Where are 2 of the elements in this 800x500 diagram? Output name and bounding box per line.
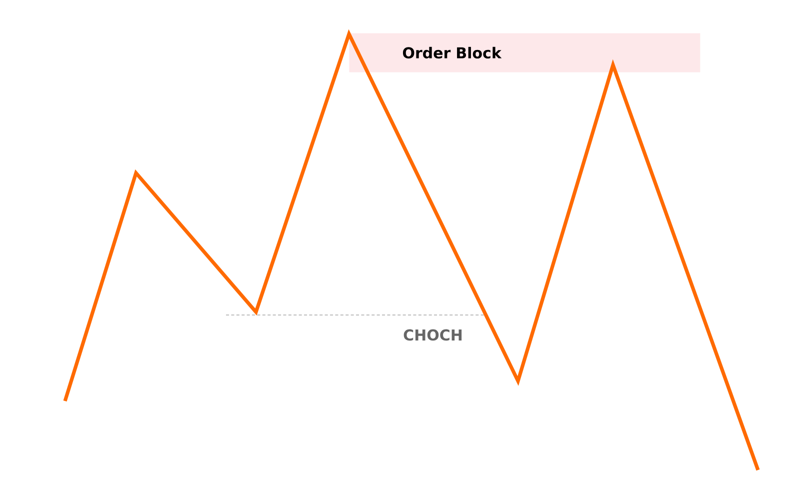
level-label: CHOCH: [404, 329, 462, 341]
order-block-band: Order Block: [349, 33, 700, 72]
